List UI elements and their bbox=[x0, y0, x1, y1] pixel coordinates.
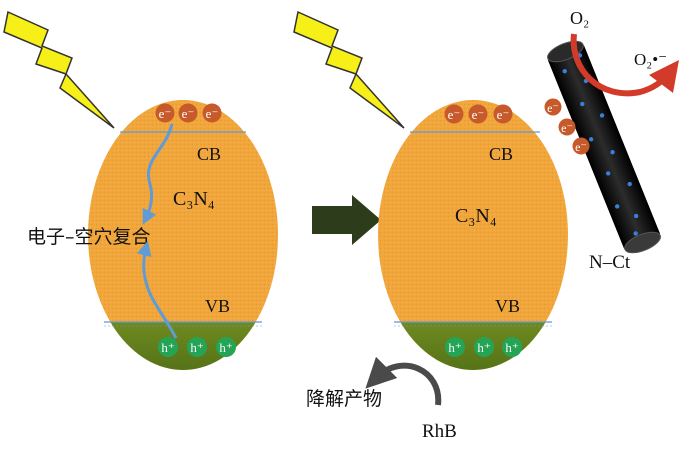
electron bbox=[202, 103, 222, 123]
nanotube-electrons: e⁻ e⁻ e⁻ bbox=[544, 98, 590, 155]
hole bbox=[158, 337, 178, 357]
hole-label: h⁺ bbox=[505, 340, 518, 355]
electron-label: e⁻ bbox=[206, 106, 219, 121]
recombination-label: 电子–空穴复合 bbox=[27, 226, 151, 248]
material-label: C₃N₄ bbox=[173, 188, 215, 210]
electron-down-arrow bbox=[142, 123, 174, 225]
hole-label: h⁺ bbox=[190, 340, 203, 355]
superoxide-label: O₂•⁻ bbox=[634, 50, 667, 69]
electron-label: e⁻ bbox=[159, 106, 172, 121]
electron bbox=[572, 137, 590, 155]
electron-label: e⁻ bbox=[497, 107, 510, 122]
material-label: C₃N₄ bbox=[455, 205, 497, 227]
vb-label: VB bbox=[205, 296, 230, 316]
vb-label: VB bbox=[495, 296, 520, 316]
hole bbox=[445, 337, 465, 357]
lightning-icon bbox=[293, 10, 405, 129]
hole bbox=[187, 337, 207, 357]
electron bbox=[558, 118, 576, 136]
left-holes: h⁺ h⁺ h⁺ bbox=[158, 337, 236, 357]
lightning-icon bbox=[3, 10, 115, 129]
o2-label: O₂ bbox=[570, 8, 589, 28]
hole-label: h⁺ bbox=[448, 340, 461, 355]
electron bbox=[178, 103, 198, 123]
degradation-arrow bbox=[365, 356, 442, 406]
hole bbox=[474, 337, 494, 357]
hole-label: h⁺ bbox=[161, 340, 174, 355]
nanotube-label: N–Ct bbox=[589, 252, 631, 273]
electron bbox=[468, 104, 488, 124]
hole bbox=[502, 337, 522, 357]
hole-up-arrow bbox=[136, 240, 178, 339]
hole-label: h⁺ bbox=[477, 340, 490, 355]
electron-label: e⁻ bbox=[472, 107, 485, 122]
right-electrons: e⁻ e⁻ e⁻ bbox=[444, 104, 513, 124]
electron-label: e⁻ bbox=[448, 107, 461, 122]
electron bbox=[444, 104, 464, 124]
electron bbox=[544, 98, 562, 116]
hole bbox=[216, 337, 236, 357]
hole-label: h⁺ bbox=[219, 340, 232, 355]
rhb-label: RhB bbox=[422, 421, 457, 442]
nanotube: e⁻ e⁻ e⁻ N–Ct bbox=[544, 40, 661, 273]
electron-label: e⁻ bbox=[182, 106, 195, 121]
electron bbox=[493, 104, 513, 124]
process-arrow bbox=[312, 195, 381, 245]
right-particle: e⁻ e⁻ e⁻ CB C₃N₄ VB h⁺ h⁺ h⁺ bbox=[378, 100, 568, 370]
left-electrons: e⁻ e⁻ e⁻ bbox=[155, 103, 222, 123]
left-particle: e⁻ e⁻ e⁻ CB C₃N₄ 电子–空穴复合 VB h⁺ h⁺ h⁺ bbox=[27, 100, 278, 370]
electron-label: e⁻ bbox=[575, 140, 587, 154]
right-holes: h⁺ h⁺ h⁺ bbox=[445, 337, 522, 357]
electron-label: e⁻ bbox=[561, 121, 573, 135]
degradation-product-label: 降解产物 bbox=[306, 388, 382, 410]
electron bbox=[155, 103, 175, 123]
cb-label: CB bbox=[489, 144, 513, 164]
electron-label: e⁻ bbox=[547, 101, 559, 115]
cb-label: CB bbox=[197, 144, 221, 164]
o2-arrow bbox=[570, 33, 680, 97]
